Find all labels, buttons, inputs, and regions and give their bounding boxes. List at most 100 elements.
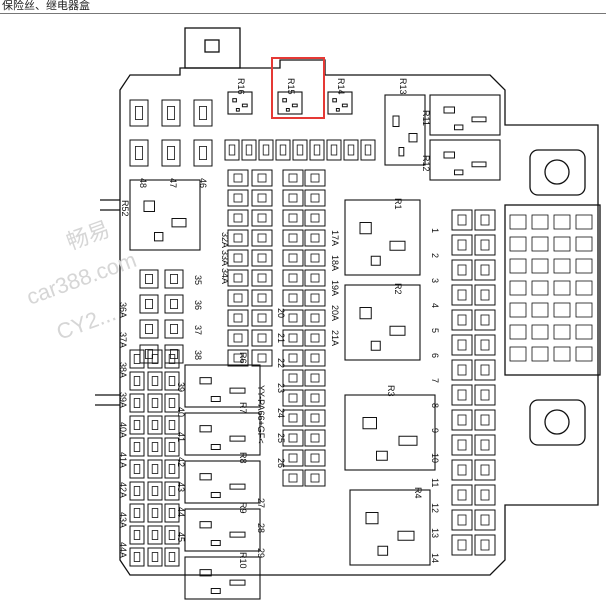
fuse-body: [164, 269, 184, 289]
misc-label-38A: 38A: [118, 362, 128, 378]
mid-num-25: 25: [276, 433, 286, 443]
misc-label-42A: 42A: [118, 482, 128, 498]
relay-pins: [143, 200, 187, 242]
fuse-body: [164, 525, 180, 545]
fuse-label-40: 40: [176, 407, 186, 417]
fuse-right-b-6: [474, 359, 496, 381]
fuse-body: [164, 294, 184, 314]
fuse-right-b-11: [474, 484, 496, 506]
fuse-body: [164, 547, 180, 567]
fuse-blade: [480, 539, 490, 551]
fuse-blade: [310, 353, 320, 363]
fuse-body: [304, 469, 326, 487]
fuse-fl-c-5: [164, 459, 180, 479]
relay-body: [184, 364, 261, 408]
fuse-fl-c-9: [164, 547, 180, 567]
fuse-body: [474, 484, 496, 506]
fuse-blade: [310, 453, 320, 463]
fuse-label-41: 41: [176, 432, 186, 442]
fuse-body: [304, 209, 326, 227]
connector-cell: [509, 280, 527, 296]
fuse-col-c-0: [282, 169, 304, 187]
watermark-line3: CY2...: [53, 300, 119, 344]
fuse-col-d-6: [304, 289, 326, 307]
mid-num-27: 27: [256, 498, 266, 508]
fuse-body: [164, 349, 180, 369]
fuse-blade: [330, 144, 338, 156]
fuse-col-d-14: [304, 449, 326, 467]
housing-outline: [95, 27, 601, 576]
relay-R4: [349, 489, 431, 566]
fuse-body: [474, 234, 496, 256]
relay-pins: [199, 377, 246, 403]
fuse-body: [227, 289, 249, 307]
fuse-body: [251, 289, 273, 307]
fuse-blade: [288, 373, 298, 383]
fuse-blade: [257, 253, 267, 263]
fuse-blade: [310, 293, 320, 303]
fuse-blade: [288, 213, 298, 223]
fuse-body: [309, 139, 325, 161]
fuse-blade: [257, 233, 267, 243]
fuse-blade: [166, 106, 175, 120]
fuse-body: [451, 459, 473, 481]
fuse-body: [129, 99, 149, 127]
watermark: 畅易 car388.com CY2...: [23, 216, 140, 345]
fuse-body: [474, 509, 496, 531]
fuse-fl-a-7: [129, 503, 145, 523]
fuse-col-d-7: [304, 309, 326, 327]
fuse-right-a-1: [451, 234, 473, 256]
relay-label-R10: R10: [238, 552, 248, 569]
fuse-ll-b-0: [164, 269, 184, 289]
connector-cell: [509, 346, 527, 362]
fuse-blade: [169, 324, 178, 334]
relay-R7: [184, 412, 261, 456]
fuse-right-a-6: [451, 359, 473, 381]
fuse-body: [282, 349, 304, 367]
fuse-body: [129, 371, 145, 391]
relay-pins: [332, 98, 348, 112]
connector-cell: [509, 258, 527, 274]
fuse-col-a-7: [227, 309, 249, 327]
fuse-mini-2: [258, 139, 274, 161]
fuse-col-a-2: [227, 209, 249, 227]
fuse-blade: [151, 530, 159, 540]
connector-cell: [553, 302, 571, 318]
fuse-blade: [288, 313, 298, 323]
fuse-body: [147, 481, 163, 501]
misc-label-41A: 41A: [118, 452, 128, 468]
fuse-body: [343, 139, 359, 161]
fuse-col-b-0: [251, 169, 273, 187]
fuse-body: [251, 249, 273, 267]
connector-cell: [553, 236, 571, 252]
misc-label-37A: 37A: [118, 332, 128, 348]
fuse-body: [139, 344, 159, 364]
relay-R6: [184, 364, 261, 408]
fuse-blade: [288, 353, 298, 363]
fuse-col-c-10: [282, 369, 304, 387]
fuse-body: [193, 139, 213, 167]
relay-R3: [344, 394, 436, 471]
fuse-col-d-0: [304, 169, 326, 187]
fuse-body: [129, 547, 145, 567]
fuse-fl-b-2: [147, 393, 163, 413]
fuse-blade: [288, 293, 298, 303]
fuse-fl-a-0: [129, 349, 145, 369]
fuse-blade: [457, 464, 467, 476]
fuse-fl-c-0: [164, 349, 180, 369]
relay-label-R52: R52: [120, 200, 130, 217]
right-label-12: 12: [430, 503, 440, 513]
fuse-fl-a-1: [129, 371, 145, 391]
fuse-blade: [310, 193, 320, 203]
fuse-fl-a-3: [129, 415, 145, 435]
fuse-mini-8: [360, 139, 376, 161]
mid-label-17A: 17A: [330, 230, 340, 246]
fuse-blade: [168, 376, 176, 386]
fuse-blade: [457, 514, 467, 526]
fuse-body: [304, 289, 326, 307]
fuse-blade: [233, 293, 243, 303]
relay-R13: [384, 94, 426, 166]
connector-cell: [553, 258, 571, 274]
relay-label-R9: R9: [238, 502, 248, 514]
fuse-body: [129, 139, 149, 167]
